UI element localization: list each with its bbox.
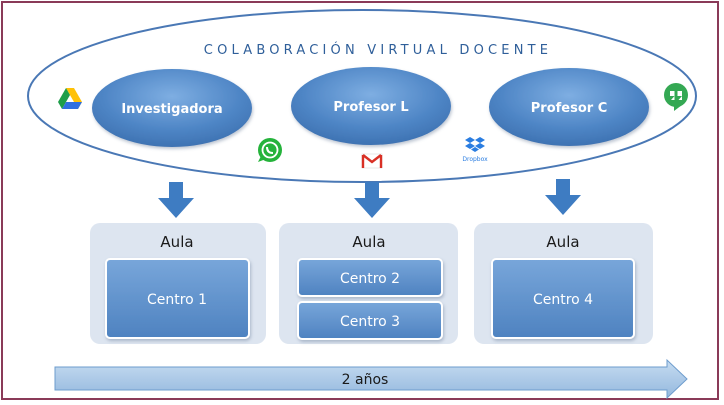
centro-box-1 [105,258,250,339]
whatsapp-icon [258,138,282,162]
centro-label-3: Centro 3 [340,314,400,330]
arrow-down-3 [545,179,581,215]
aula-label-3: Aula [546,233,579,251]
role-label-profesor-l: Profesor L [333,100,408,115]
centro-box-4 [491,258,635,339]
google-drive-icon [58,88,82,109]
centro-box-3 [297,301,443,340]
aula-label-1: Aula [160,233,193,251]
arrow-down-2 [354,182,390,218]
dropbox-label: Dropbox [462,156,488,163]
centro-label-4: Centro 4 [533,292,593,308]
role-label-profesor-c: Profesor C [531,101,608,116]
outer-frame [1,1,719,400]
centro-box-2 [297,258,443,297]
role-label-investigadora: Investigadora [121,102,222,117]
dropbox-icon [465,137,485,152]
centro-label-2: Centro 2 [340,271,400,287]
aula-label-2: Aula [352,233,385,251]
gmail-icon [361,153,383,169]
arrow-down-1 [158,182,194,218]
centro-label-1: Centro 1 [147,292,207,308]
timeline-label: 2 años [342,372,389,388]
role-investigadora [92,69,252,147]
hangouts-icon [664,83,688,111]
role-profesor-l [291,67,451,145]
timeline-arrow [54,358,688,400]
role-profesor-c [489,68,649,146]
diagram-title: COLABORACIÓN VIRTUAL DOCENTE [204,42,552,58]
